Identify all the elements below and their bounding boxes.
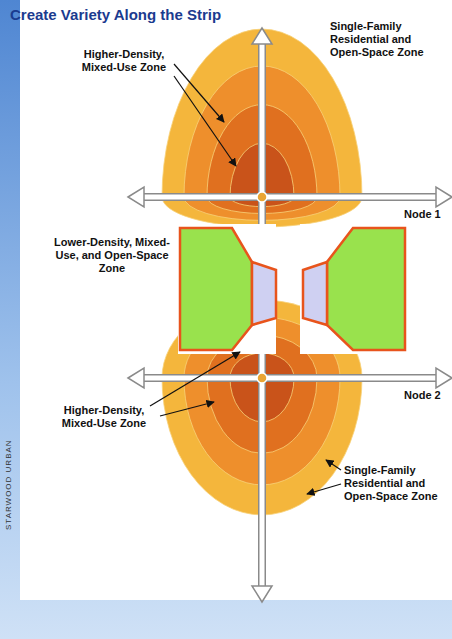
node-dot (257, 192, 267, 202)
axis-edge (140, 374, 440, 382)
zone-label: Higher-Density, Mixed-Use Zone (72, 48, 176, 74)
open-space-overlay (178, 224, 408, 354)
white-panel (20, 0, 452, 600)
zone-label: Single-Family Residential and Open-Space… (344, 464, 448, 503)
axis-line (140, 195, 440, 200)
zone-label: Single-Family Residential and Open-Space… (330, 20, 442, 59)
axis-arrowhead (128, 187, 144, 207)
axis-arrowhead (252, 28, 272, 44)
axis-arrowhead (436, 187, 452, 207)
axis-line (140, 376, 440, 381)
node-label: Node 1 (404, 208, 441, 221)
title: Create Variety Along the Strip (10, 6, 221, 24)
zone-label: Higher-Density, Mixed-Use Zone (52, 404, 156, 430)
axis-edge (140, 193, 440, 201)
node-dot (257, 373, 267, 383)
zone-label: Lower-Density, Mixed-Use, and Open-Space… (48, 236, 176, 275)
axis-arrowhead (128, 368, 144, 388)
axis-arrowhead (252, 586, 272, 602)
node-label: Node 2 (404, 389, 441, 402)
strip-axes (128, 28, 452, 602)
leader-arrows (150, 64, 341, 494)
axis-arrowhead (436, 368, 452, 388)
watermark: STARWOOD URBAN (4, 439, 13, 530)
